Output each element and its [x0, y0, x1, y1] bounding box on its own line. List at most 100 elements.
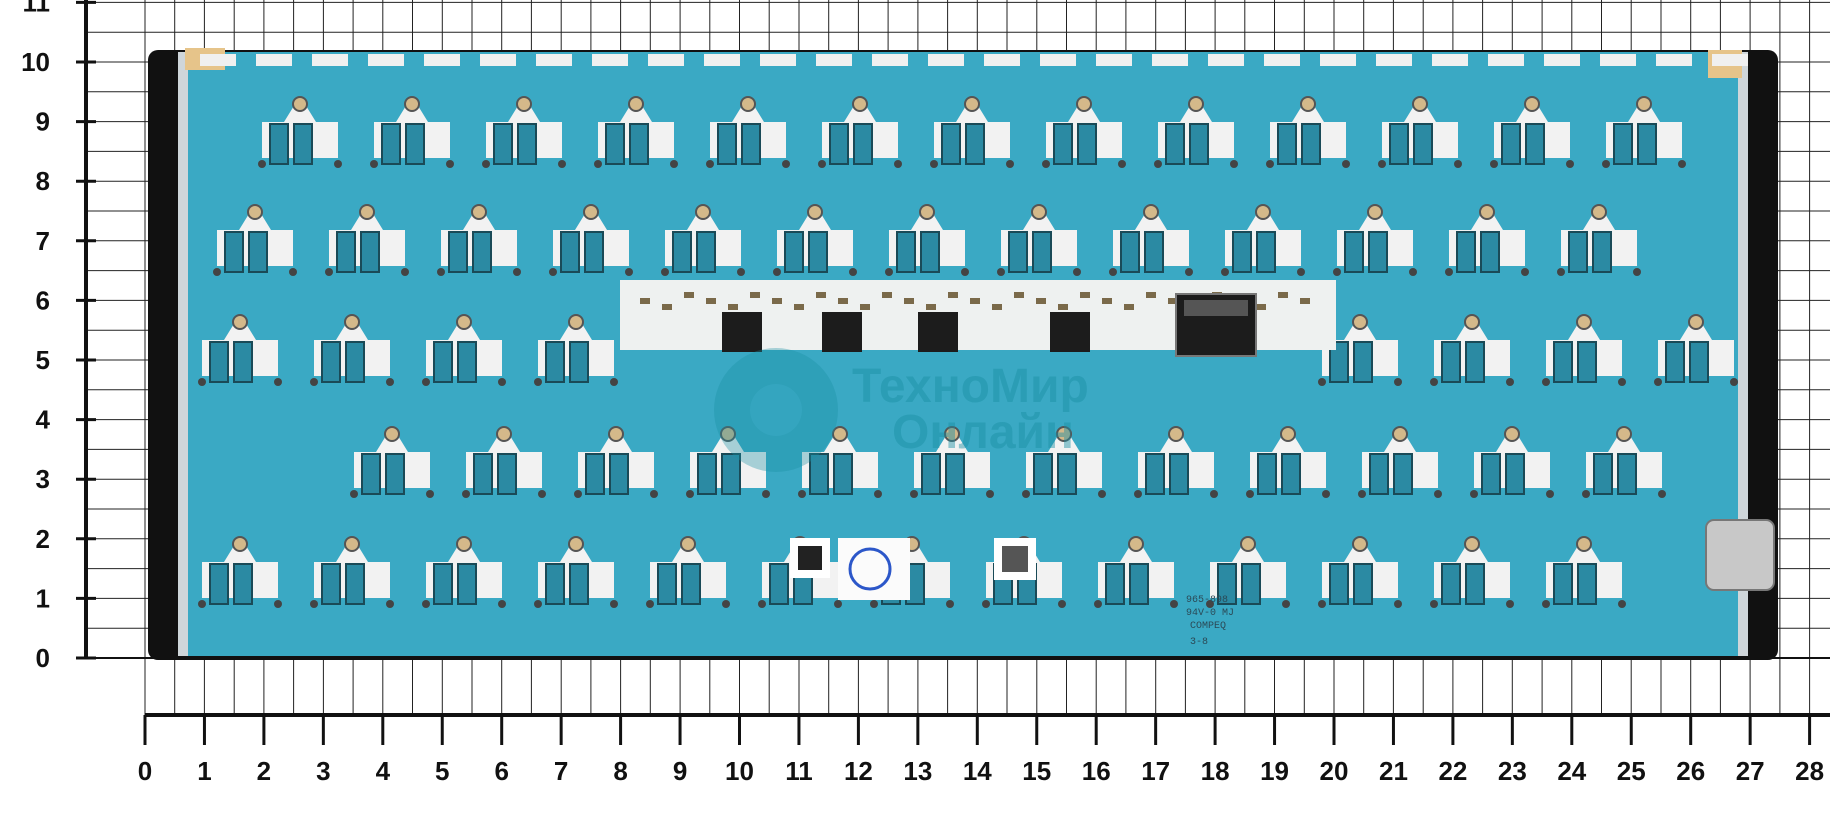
x-tick-label: 17 — [1141, 756, 1170, 786]
key-contact-right — [1592, 231, 1612, 273]
key-contact-right — [1189, 123, 1209, 165]
key-via — [404, 96, 420, 112]
x-tick-label: 8 — [613, 756, 627, 786]
key-via — [232, 536, 248, 552]
key-via — [1352, 536, 1368, 552]
key-contact-right — [497, 453, 517, 495]
key-hole — [426, 490, 434, 498]
ic-chip — [918, 312, 958, 352]
y-tick-label: 8 — [36, 166, 50, 196]
key-contact-right — [1256, 231, 1276, 273]
key-switch-pad — [370, 96, 454, 168]
key-via — [568, 536, 584, 552]
x-tick-label: 7 — [554, 756, 568, 786]
key-contact-left — [433, 563, 453, 605]
key-hole — [1633, 268, 1641, 276]
key-hole — [1654, 378, 1662, 386]
x-tick-label: 24 — [1557, 756, 1586, 786]
key-contact-left — [585, 453, 605, 495]
smd-component — [926, 304, 936, 310]
key-contact-right — [1465, 341, 1485, 383]
key-switch-pad — [462, 426, 546, 498]
edge-pad — [200, 54, 236, 66]
right-rail — [1738, 52, 1748, 656]
smd-component — [860, 304, 870, 310]
edge-pad — [1488, 54, 1524, 66]
key-switch-pad — [258, 96, 342, 168]
edge-pad — [1040, 54, 1076, 66]
key-contact-right — [965, 123, 985, 165]
key-switch-pad — [1042, 96, 1126, 168]
key-hole — [1094, 600, 1102, 608]
key-hole — [558, 160, 566, 168]
key-hole — [961, 268, 969, 276]
key-hole — [1109, 268, 1117, 276]
key-hole — [1546, 490, 1554, 498]
key-hole — [446, 160, 454, 168]
key-hole — [625, 268, 633, 276]
key-contact-right — [1480, 231, 1500, 273]
key-contact-right — [233, 341, 253, 383]
key-contact-right — [681, 563, 701, 605]
key-via — [1479, 204, 1495, 220]
key-contact-left — [1553, 563, 1573, 605]
key-contact-left — [209, 563, 229, 605]
key-via — [1056, 426, 1072, 442]
watermark-line1: ТехноМир — [852, 360, 1089, 413]
side-bracket — [1705, 519, 1775, 591]
smd-component — [970, 298, 980, 304]
x-tick-label: 18 — [1201, 756, 1230, 786]
key-contact-right — [741, 123, 761, 165]
key-hole — [198, 378, 206, 386]
key-hole — [874, 490, 882, 498]
y-tick-label: 1 — [36, 583, 50, 613]
key-hole — [849, 268, 857, 276]
watermark-logo: ТехноМир Онлайн — [714, 348, 1089, 472]
key-contact-right — [345, 563, 365, 605]
key-hole — [1542, 378, 1550, 386]
key-contact-left — [829, 123, 849, 165]
key-hole — [1566, 160, 1574, 168]
key-via — [1076, 96, 1092, 112]
key-switch-pad — [773, 204, 857, 276]
key-hole — [1434, 490, 1442, 498]
key-switch-pad — [198, 314, 282, 386]
key-hole — [386, 378, 394, 386]
key-switch-pad — [310, 536, 394, 608]
key-via — [919, 204, 935, 220]
key-hole — [1618, 378, 1626, 386]
key-contact-left — [657, 563, 677, 605]
key-contact-right — [293, 123, 313, 165]
key-contact-left — [560, 231, 580, 273]
key-hole — [762, 490, 770, 498]
key-contact-left — [1441, 563, 1461, 605]
smd-component — [838, 298, 848, 304]
key-via — [1188, 96, 1204, 112]
key-switch-pad — [534, 536, 618, 608]
key-hole — [1098, 490, 1106, 498]
key-via — [359, 204, 375, 220]
key-hole — [482, 160, 490, 168]
key-via — [740, 96, 756, 112]
edge-pad — [1432, 54, 1468, 66]
key-switch-pad — [1542, 536, 1626, 608]
watermark-gear-center — [750, 384, 802, 436]
key-contact-left — [545, 563, 565, 605]
key-switch-pad — [1206, 536, 1290, 608]
key-hole — [1318, 378, 1326, 386]
key-contact-right — [248, 231, 268, 273]
key-hole — [1394, 600, 1402, 608]
key-hole — [258, 160, 266, 168]
key-hole — [1322, 490, 1330, 498]
smd-component — [684, 292, 694, 298]
key-via — [680, 536, 696, 552]
x-tick-label: 2 — [257, 756, 271, 786]
key-contact-left — [1053, 123, 1073, 165]
y-tick-label: 3 — [36, 464, 50, 494]
key-hole — [289, 268, 297, 276]
key-via — [1576, 536, 1592, 552]
smd-component — [1146, 292, 1156, 298]
key-hole — [462, 490, 470, 498]
key-hole — [1470, 490, 1478, 498]
